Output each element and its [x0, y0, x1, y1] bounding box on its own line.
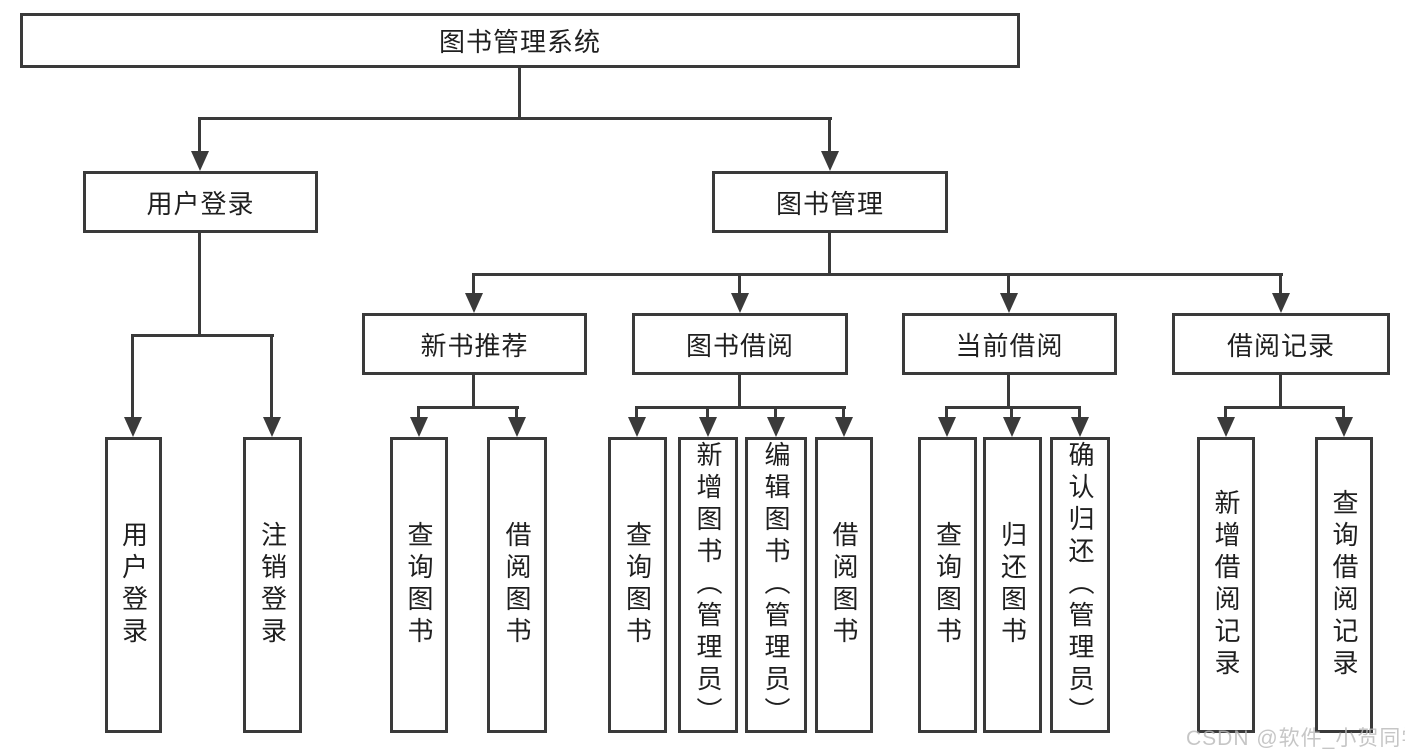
connector-recommend-branch: [417, 406, 519, 409]
connector-to-recommend-borrow: [515, 406, 518, 419]
arrowhead-leaf-login: [124, 417, 142, 437]
node-label: 新书推荐: [420, 330, 529, 361]
node-label: 查询图书: [622, 521, 653, 649]
connector-root-stem: [518, 68, 521, 118]
arrowhead-current-query: [938, 417, 956, 437]
node-label: 图书管理系统: [438, 27, 601, 57]
leaf-current-return-books: 归还图书: [983, 437, 1042, 733]
connector-to-book-borrow: [738, 273, 741, 295]
node-label: 图书管理: [775, 188, 884, 219]
arrowhead-current-borrow: [1000, 293, 1018, 313]
connector-borrow-stem: [738, 375, 741, 408]
node-label: 借阅图书: [502, 521, 532, 649]
connector-current-stem: [1007, 375, 1010, 408]
node-label: 用户登录: [118, 521, 149, 649]
connector-recommend-stem: [472, 375, 475, 408]
node-label: 查询借阅记录: [1329, 489, 1359, 681]
arrowhead-recommend-query: [410, 417, 428, 437]
node-label: 新增借阅记录: [1211, 489, 1241, 681]
node-label: 借阅记录: [1226, 330, 1335, 361]
node-label: 图书借阅: [685, 330, 794, 361]
node-label: 借阅图书: [829, 521, 859, 649]
leaf-current-confirm-return-admin: 确认归还（管理员）: [1050, 437, 1110, 733]
leaf-borrow-lend-books: 借阅图书: [815, 437, 873, 733]
node-label: 归还图书: [997, 521, 1028, 649]
connector-to-borrow-records: [1279, 273, 1282, 295]
connector-borrow-branch: [635, 406, 846, 409]
connector-to-current-borrow: [1007, 273, 1010, 295]
node-new-book-recommend: 新书推荐: [362, 313, 587, 375]
leaf-records-add-record: 新增借阅记录: [1197, 437, 1255, 733]
arrowhead-borrow-records: [1272, 293, 1290, 313]
connector-to-leaf-logout: [270, 334, 273, 418]
connector-records-branch: [1224, 406, 1345, 409]
arrowhead-recommend-borrow: [508, 417, 526, 437]
connector-to-user-login: [198, 117, 201, 153]
node-label: 查询图书: [932, 521, 963, 649]
connector-current-branch: [945, 406, 1081, 409]
leaf-records-query-record: 查询借阅记录: [1315, 437, 1373, 733]
arrowhead-book-management: [821, 151, 839, 171]
leaf-recommend-borrow-books: 借阅图书: [487, 437, 547, 733]
csdn-watermark: CSDN @软件_小贺同学: [1186, 727, 1405, 750]
connector-to-new-book-recommend: [472, 273, 475, 295]
node-user-login: 用户登录: [83, 171, 318, 233]
connector-to-records-add: [1224, 406, 1227, 419]
connector-records-stem: [1279, 375, 1282, 408]
node-current-borrow: 当前借阅: [902, 313, 1117, 375]
connector-book-management-branch: [472, 273, 1283, 276]
connector-to-book-management: [828, 117, 831, 153]
node-label: 新增图书（管理员）: [693, 441, 723, 729]
node-label: 查询图书: [404, 521, 434, 649]
arrowhead-new-book-recommend: [465, 293, 483, 313]
arrowhead-current-confirm: [1071, 417, 1089, 437]
connector-to-borrow-lend: [842, 406, 845, 419]
leaf-user-login: 用户登录: [105, 437, 162, 733]
node-label: 用户登录: [146, 188, 255, 219]
arrowhead-borrow-add: [699, 417, 717, 437]
leaf-recommend-query-books: 查询图书: [390, 437, 448, 733]
leaf-borrow-add-books-admin: 新增图书（管理员）: [678, 437, 738, 733]
node-borrow-records: 借阅记录: [1172, 313, 1390, 375]
connector-user-login-stem: [198, 233, 201, 336]
arrowhead-leaf-logout: [263, 417, 281, 437]
leaf-borrow-query-books: 查询图书: [608, 437, 667, 733]
connector-to-borrow-edit: [774, 406, 777, 419]
arrowhead-borrow-query: [628, 417, 646, 437]
node-label: 编辑图书（管理员）: [761, 441, 791, 729]
arrowhead-borrow-edit: [767, 417, 785, 437]
arrowhead-records-query: [1335, 417, 1353, 437]
arrowhead-book-borrow: [731, 293, 749, 313]
connector-to-current-confirm: [1078, 406, 1081, 419]
arrowhead-current-return: [1003, 417, 1021, 437]
connector-to-recommend-query: [417, 406, 420, 419]
node-label: 确认归还（管理员）: [1065, 441, 1095, 729]
connector-to-records-query: [1342, 406, 1345, 419]
connector-root-branch: [198, 117, 832, 120]
connector-to-current-return: [1010, 406, 1013, 419]
arrowhead-records-add: [1217, 417, 1235, 437]
node-book-borrow: 图书借阅: [632, 313, 848, 375]
node-book-management: 图书管理: [712, 171, 948, 233]
connector-to-current-query: [945, 406, 948, 419]
connector-to-borrow-add: [706, 406, 709, 419]
node-label: 注销登录: [257, 521, 288, 649]
arrowhead-user-login: [191, 151, 209, 171]
connector-to-borrow-query: [635, 406, 638, 419]
node-library-management-system: 图书管理系统: [20, 13, 1020, 68]
leaf-borrow-edit-books-admin: 编辑图书（管理员）: [745, 437, 807, 733]
connector-user-login-branch: [131, 334, 274, 337]
connector-to-leaf-login: [131, 334, 134, 418]
leaf-current-query-books: 查询图书: [918, 437, 977, 733]
arrowhead-borrow-lend: [835, 417, 853, 437]
leaf-user-logout: 注销登录: [243, 437, 302, 733]
node-label: 当前借阅: [955, 330, 1064, 361]
connector-book-management-stem: [828, 233, 831, 275]
